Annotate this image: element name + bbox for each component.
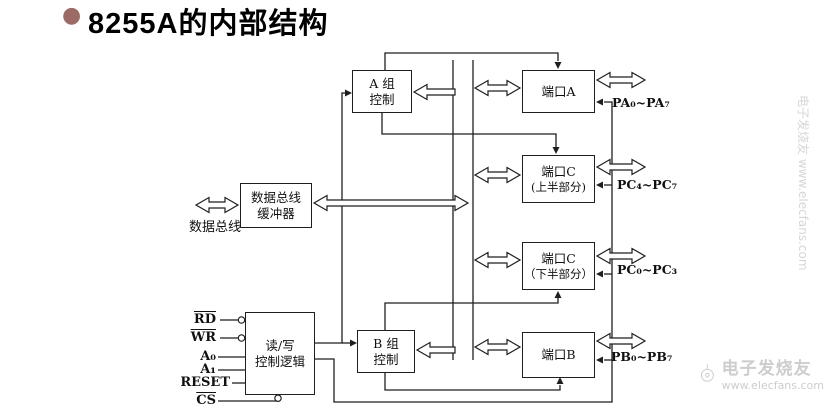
block-label: 缓冲器 (257, 205, 295, 221)
watermark-corner: 电子发烧友 www.elecfans.com (700, 352, 824, 394)
block-port-b: 端口B (522, 332, 595, 378)
block-label: 控制 (373, 351, 399, 367)
signal-reset: RESET (180, 375, 230, 390)
block-label: 端口C (541, 163, 576, 179)
block-label: 端口B (541, 347, 576, 362)
watermark-side-text: 电子发烧友 www.elecfans.com (796, 95, 810, 271)
signal-a1: A₁ (200, 362, 216, 377)
block-label: A 组 (369, 75, 395, 91)
signal-rd: RD (193, 312, 216, 327)
block-label: 端口C (541, 250, 576, 266)
signal-wr: WR (190, 330, 216, 345)
block-label: (上半部分) (531, 179, 586, 194)
block-data-bus-buffer: 数据总线 缓冲器 (240, 183, 312, 228)
signal-cs: CS (196, 393, 216, 408)
pins-pb: PB₀~PB₇ (611, 349, 673, 364)
watermark-text: 电子发烧友 www.elecfans.com (722, 354, 824, 392)
watermark-brand: 电子发烧友 (721, 359, 812, 379)
block-port-c-lower: 端口C （下半部分） (522, 242, 595, 290)
watermark-logo-icon (700, 364, 714, 382)
block-group-b-control: B 组 控制 (357, 330, 415, 373)
block-label: 控制逻辑 (254, 353, 305, 369)
block-label: B 组 (373, 335, 399, 351)
block-label: 数据总线 (250, 189, 301, 205)
block-rw-control-logic: 读/写 控制逻辑 (245, 312, 315, 395)
data-bus-label: 数据总线 (189, 220, 242, 235)
pins-pc-lower: PC₀~PC₃ (617, 262, 678, 277)
block-label: 读/写 (265, 337, 295, 353)
block-port-c-upper: 端口C (上半部分) (522, 155, 595, 203)
bullet-icon: ● (62, 3, 82, 28)
block-group-a-control: A 组 控制 (352, 70, 412, 113)
signal-a0: A₀ (200, 349, 216, 364)
title-row: ● 8255A的内部结构 (0, 0, 824, 42)
block-label: 端口A (541, 83, 576, 99)
block-label: 控制 (369, 91, 395, 107)
watermark-url: www.elecfans.com (721, 379, 824, 392)
pins-pc-upper: PC₄~PC₇ (617, 177, 678, 192)
block-label: （下半部分） (524, 266, 593, 281)
pins-pa: PA₀~PA₇ (612, 95, 670, 110)
page-title: 8255A的内部结构 (88, 8, 329, 40)
block-port-a: 端口A (522, 70, 595, 113)
